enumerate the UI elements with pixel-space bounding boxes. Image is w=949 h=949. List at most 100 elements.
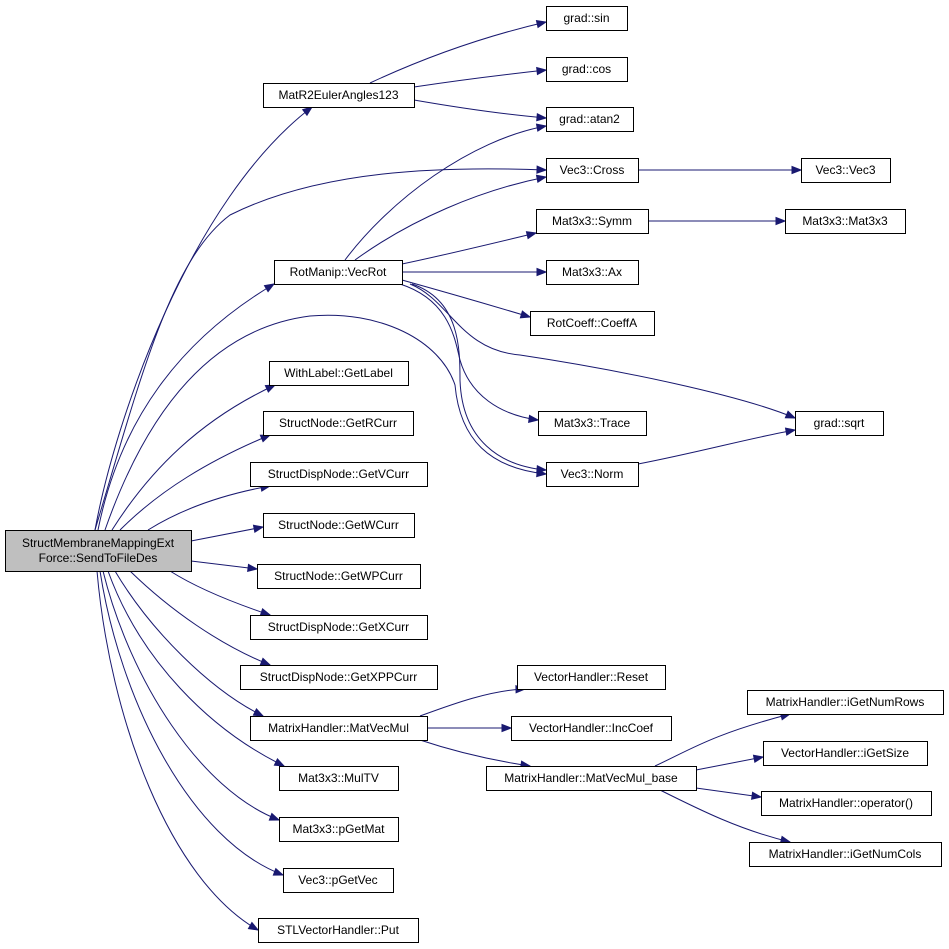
node-mat2euler[interactable]: MatR2EulerAngles123 xyxy=(263,83,415,108)
node-box xyxy=(546,6,628,31)
node-pgetmat[interactable]: Mat3x3::pGetMat xyxy=(279,817,399,842)
node-mh-getnumrows[interactable]: MatrixHandler::iGetNumRows xyxy=(747,690,944,715)
node-ax[interactable]: Mat3x3::Ax xyxy=(546,260,639,285)
edge-arrowhead xyxy=(501,723,513,733)
node-label: grad::atan2 xyxy=(559,112,620,126)
edge-mat2euler-to-sin xyxy=(369,21,547,84)
node-sin[interactable]: grad::sin xyxy=(546,6,628,31)
node-label: Vec3::pGetVec xyxy=(298,873,377,887)
node-label: StructDispNode::GetXPPCurr xyxy=(260,670,417,684)
node-getlabel[interactable]: WithLabel::GetLabel xyxy=(269,361,409,386)
edge-vecrot-to-atan2 xyxy=(344,125,547,261)
node-getwcurr[interactable]: StructNode::GetWCurr xyxy=(263,513,415,538)
edge-root-to-getxcurr xyxy=(169,570,271,616)
edge-arrowhead xyxy=(784,427,797,436)
node-atan2[interactable]: grad::atan2 xyxy=(546,107,634,132)
edge-vecrot-to-trace xyxy=(399,283,539,421)
node-label: StructNode::GetRCurr xyxy=(279,416,397,430)
node-box xyxy=(269,361,409,386)
edge-root-to-mh_matvecmul xyxy=(114,570,264,717)
edge-mh_matvecmul-to-vh_reset xyxy=(419,688,526,717)
edge-arrowhead xyxy=(263,283,276,293)
node-box xyxy=(274,260,403,285)
node-cross[interactable]: Vec3::Cross xyxy=(546,158,639,183)
node-getxppcurr[interactable]: StructDispNode::GetXPPCurr xyxy=(240,665,438,690)
node-getvcurr[interactable]: StructDispNode::GetVCurr xyxy=(250,462,428,487)
edge-vecrot-to-norm xyxy=(411,283,547,471)
node-box xyxy=(257,564,421,589)
node-box xyxy=(486,766,697,791)
node-label: grad::sin xyxy=(563,11,609,25)
edge-arrowhead xyxy=(273,758,286,767)
node-cos[interactable]: grad::cos xyxy=(546,57,628,82)
edge-arrowhead xyxy=(791,165,803,175)
edge-mh_matvecmul_base-to-mh_getnumrows xyxy=(654,713,791,767)
node-label: WithLabel::GetLabel xyxy=(284,366,393,380)
node-vec3[interactable]: Vec3::Vec3 xyxy=(801,158,891,183)
node-label: RotManip::VecRot xyxy=(290,265,387,279)
node-sqrt[interactable]: grad::sqrt xyxy=(795,411,884,436)
node-mh-getnumcols[interactable]: MatrixHandler::iGetNumCols xyxy=(749,842,942,867)
node-label: Mat3x3::pGetMat xyxy=(292,822,385,836)
node-label: StructNode::GetWCurr xyxy=(278,518,399,532)
node-box xyxy=(749,842,942,867)
node-box xyxy=(761,791,932,816)
edge-arrowhead xyxy=(775,216,787,226)
node-vh-getsize[interactable]: VectorHandler::iGetSize xyxy=(763,741,928,766)
edge-arrowhead xyxy=(247,563,259,573)
node-getrcurr[interactable]: StructNode::GetRCurr xyxy=(263,411,414,436)
node-label: Mat3x3::MulTV xyxy=(298,771,379,785)
node-mh-operator[interactable]: MatrixHandler::operator() xyxy=(761,791,932,816)
node-label: Vec3::Norm xyxy=(561,467,624,481)
node-label: MatR2EulerAngles123 xyxy=(278,88,398,102)
edge-arrowhead xyxy=(252,708,265,717)
node-vecrot[interactable]: RotManip::VecRot xyxy=(274,260,403,285)
node-box xyxy=(279,817,399,842)
node-symm[interactable]: Mat3x3::Symm xyxy=(536,209,649,234)
node-pgetvec[interactable]: Vec3::pGetVec xyxy=(283,868,394,893)
edge-root-to-getvcurr xyxy=(147,485,271,531)
edge-root-to-put xyxy=(96,570,259,931)
node-box xyxy=(263,411,414,436)
edge-vecrot-to-sqrt xyxy=(409,283,796,419)
node-vh-inccoef[interactable]: VectorHandler::IncCoef xyxy=(511,716,672,741)
edge-root-to-multv xyxy=(107,570,285,767)
node-norm[interactable]: Vec3::Norm xyxy=(546,462,639,487)
node-multv[interactable]: Mat3x3::MulTV xyxy=(279,766,399,791)
node-box xyxy=(258,918,419,943)
node-put[interactable]: STLVectorHandler::Put xyxy=(258,918,419,943)
call-edges xyxy=(94,20,803,931)
edge-arrowhead xyxy=(784,410,797,419)
edge-root-to-getlabel xyxy=(111,384,276,531)
edge-arrowhead xyxy=(536,165,548,174)
node-vh-reset[interactable]: VectorHandler::Reset xyxy=(517,665,666,690)
edge-vecrot-to-cross xyxy=(354,176,547,261)
node-label: Mat3x3::Trace xyxy=(554,416,631,430)
edge-vecrot-to-coeffa xyxy=(401,279,531,318)
node-label: Mat3x3::Symm xyxy=(552,214,632,228)
node-coeffa[interactable]: RotCoeff::CoeffA xyxy=(530,311,655,336)
node-getwpcurr[interactable]: StructNode::GetWPCurr xyxy=(257,564,421,589)
node-box xyxy=(511,716,672,741)
node-trace[interactable]: Mat3x3::Trace xyxy=(538,411,647,436)
node-box xyxy=(801,158,891,183)
node-mat3x3[interactable]: Mat3x3::Mat3x3 xyxy=(785,209,906,234)
node-box xyxy=(538,411,647,436)
edge-root-to-pgetmat xyxy=(102,570,280,821)
node-mh-matvecmul[interactable]: MatrixHandler::MatVecMul xyxy=(250,716,428,741)
node-box xyxy=(279,766,399,791)
node-mh-matvecmul-base[interactable]: MatrixHandler::MatVecMul_base xyxy=(486,766,697,791)
edge-arrowhead xyxy=(536,112,548,122)
node-label: VectorHandler::Reset xyxy=(534,670,649,684)
node-box xyxy=(263,513,415,538)
node-label: Mat3x3::Ax xyxy=(562,265,622,279)
node-box xyxy=(263,83,415,108)
node-getxcurr[interactable]: StructDispNode::GetXCurr xyxy=(250,615,428,640)
node-label: RotCoeff::CoeffA xyxy=(547,316,637,330)
edge-root-to-getrcurr xyxy=(119,434,271,531)
edge-arrowhead xyxy=(525,231,538,240)
node-root[interactable]: StructMembraneMappingExtForce::SendToFil… xyxy=(5,530,192,572)
edge-arrowhead xyxy=(272,867,285,876)
node-box xyxy=(546,57,628,82)
edge-arrowhead xyxy=(528,414,540,423)
